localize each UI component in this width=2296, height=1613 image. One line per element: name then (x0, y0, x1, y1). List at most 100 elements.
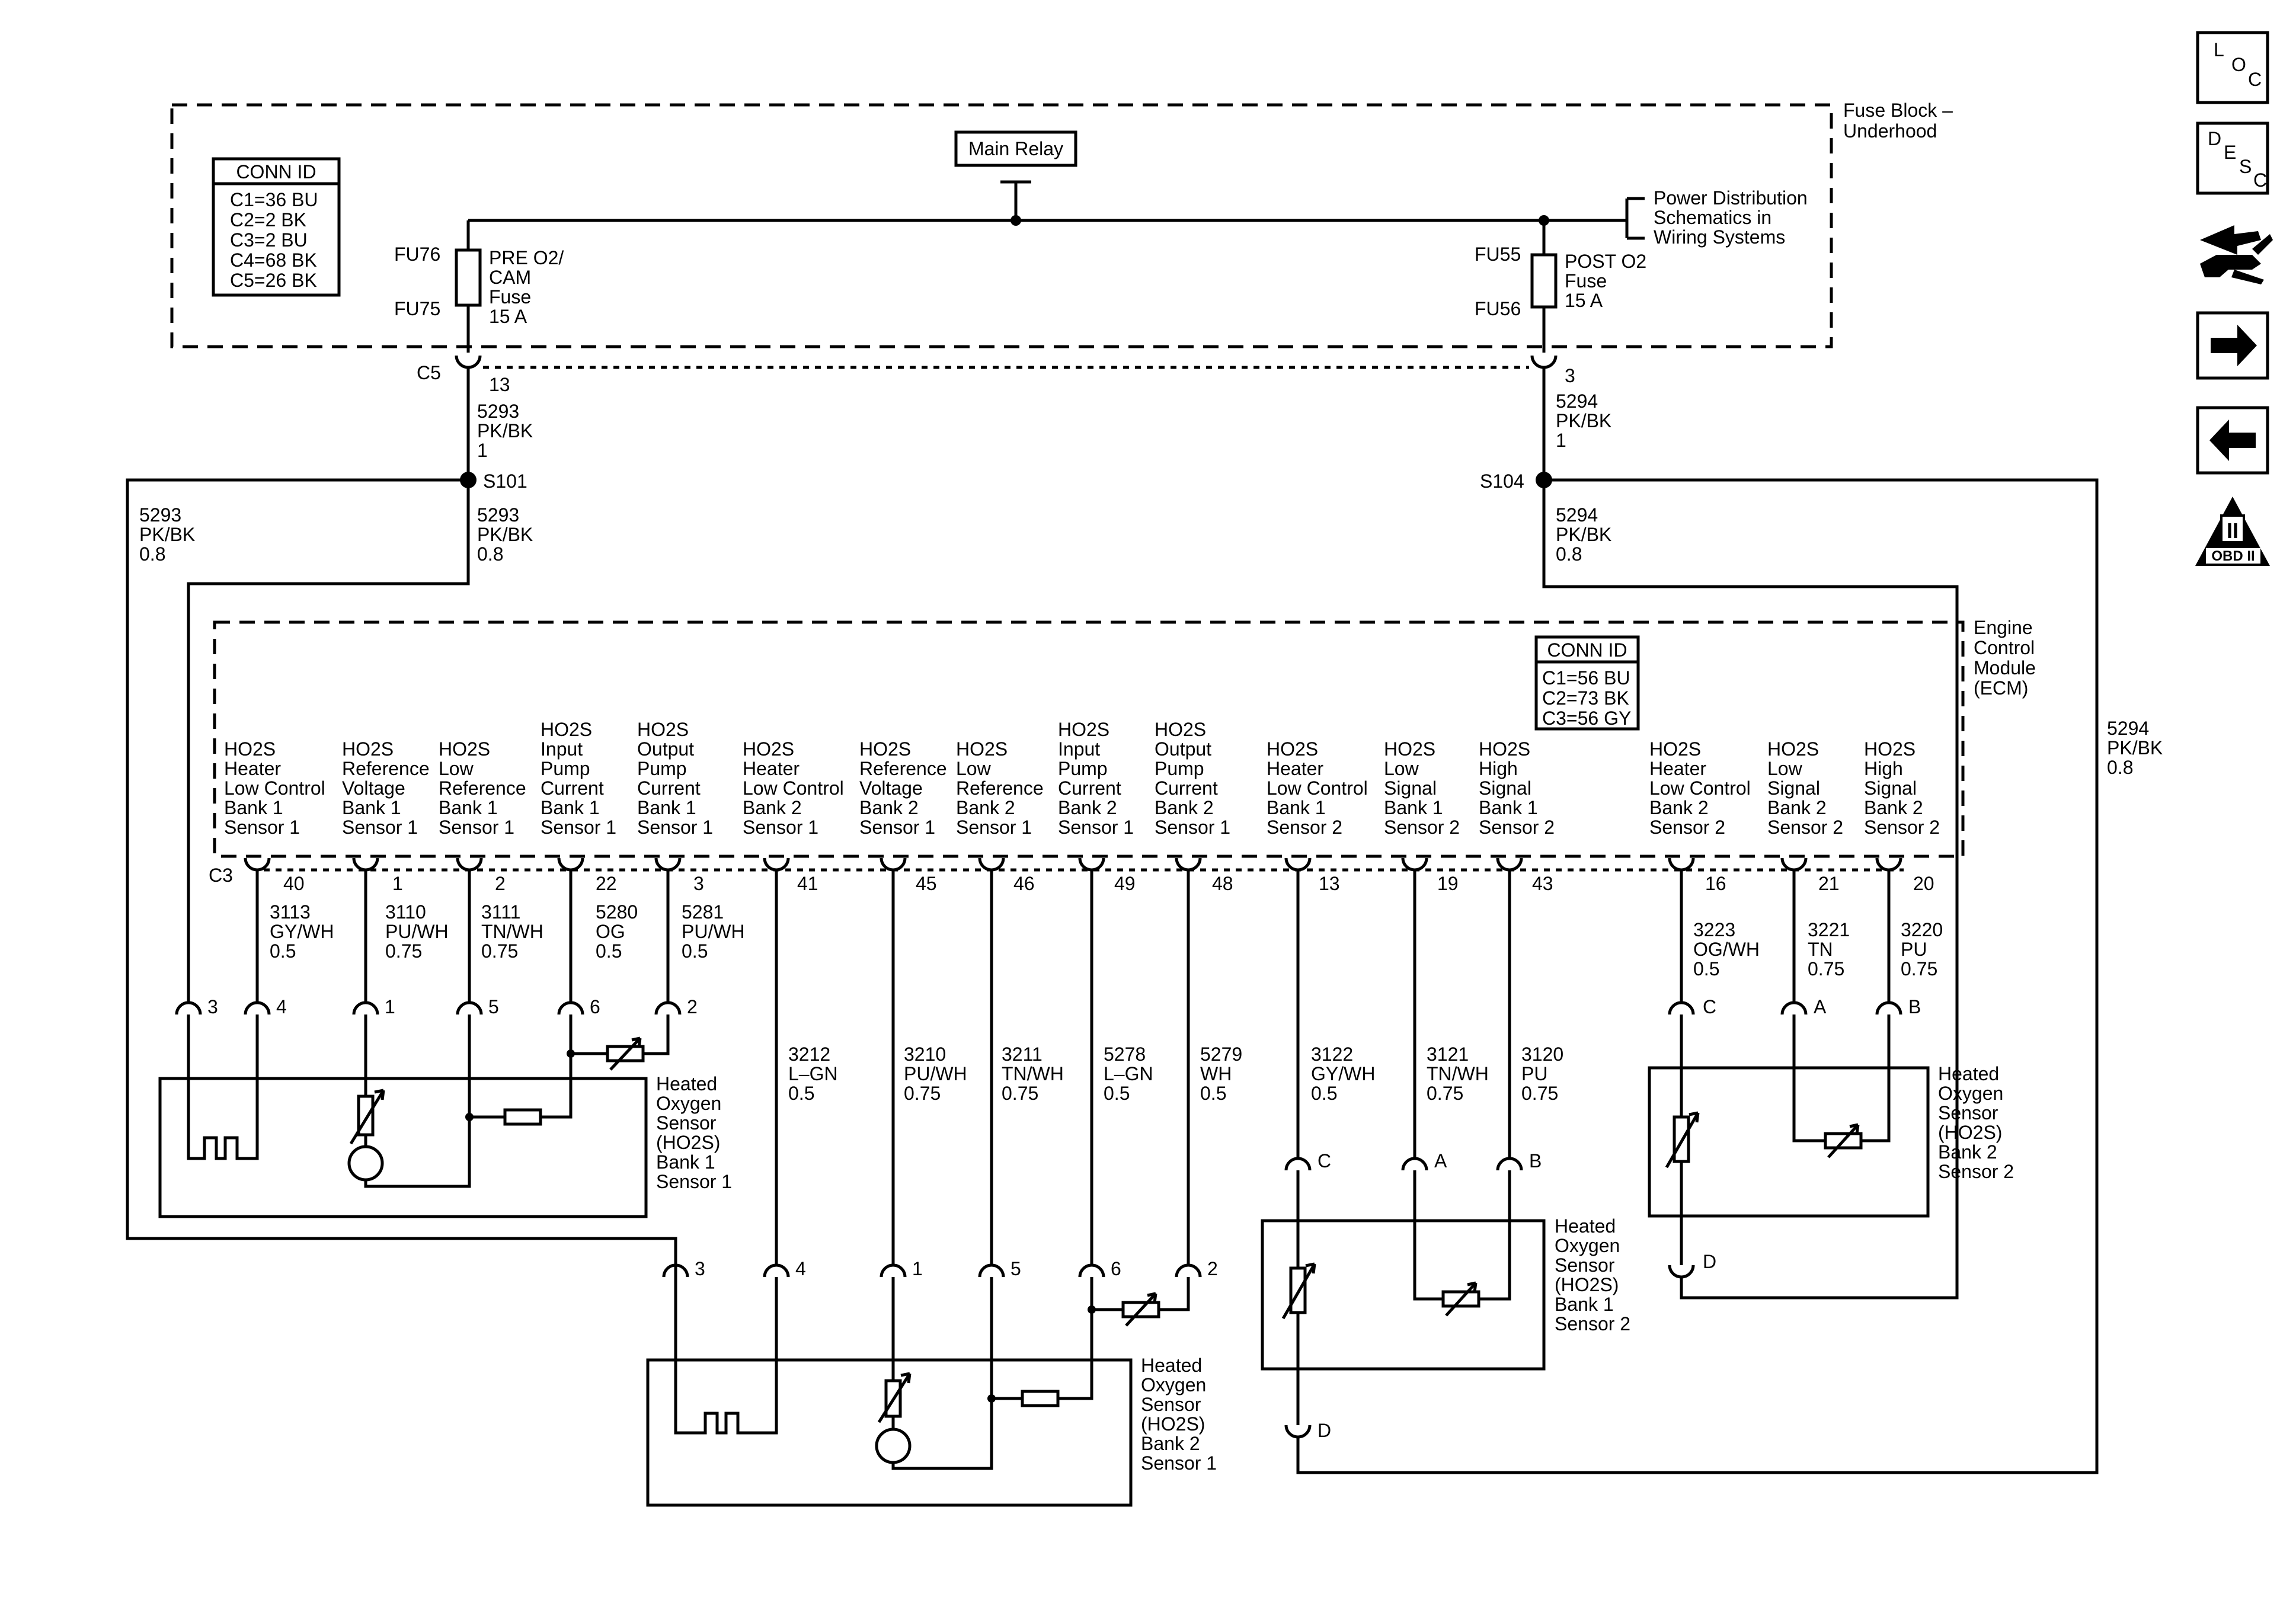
supply-wires: 5293 PK/BK 1 S101 5293 PK/BK 0.8 5293 PK… (126, 367, 2163, 1474)
b1s1-pin-4: 4 (276, 996, 287, 1017)
svg-text:(HO2S): (HO2S) (1938, 1122, 2002, 1143)
ecm-circuit-label: HO2S (541, 719, 592, 740)
fuse-pre-label-4: 15 A (489, 306, 527, 327)
wire-5293-to-b1s1 (187, 480, 470, 1001)
ecm-wire-label: TN/WH (1427, 1063, 1489, 1084)
ecm-c3-pin (978, 857, 1005, 872)
fuse-pre-label-3: Fuse (489, 286, 531, 308)
ecm-circuit-label: Current (1155, 777, 1218, 799)
ecm-c3-pin (1875, 857, 1902, 872)
b1s1-input-pump-wire (469, 1026, 573, 1119)
c5-pin-13 (455, 355, 482, 369)
w5293c-2: PK/BK (139, 524, 195, 545)
conn-id-c3: C3=2 BU (230, 229, 308, 251)
ecm-circuit-label: HO2S (1155, 719, 1206, 740)
b1s1-output-pump-wire (571, 1026, 670, 1055)
ecm-pin-number: 46 (1013, 873, 1035, 894)
svg-text:D: D (2208, 128, 2221, 149)
ecm-wire-label: 3212 (788, 1044, 830, 1065)
ecm-circuit-label: Signal (1864, 777, 1917, 799)
ecm-circuit-label: Bank 1 (224, 797, 283, 818)
ecm-circuit-label: High (1864, 758, 1903, 779)
ecm-pin-number: 43 (1532, 873, 1553, 894)
splice-left-label: S101 (483, 471, 527, 492)
ecm-circuit-label: Sensor 2 (1479, 817, 1555, 838)
power-ref-bracket (1625, 197, 1645, 240)
ecm-circuit-label: Sensor 1 (637, 817, 713, 838)
ecm-circuit-label: Low Control (743, 777, 844, 799)
ecm-wire-label: 3223 (1693, 919, 1735, 940)
ecm-circuit-label: HO2S (224, 738, 276, 760)
w5293a-2: PK/BK (477, 420, 533, 441)
ecm-wire-label: TN/WH (1002, 1063, 1064, 1084)
ecm-pin-number: 16 (1705, 873, 1726, 894)
side-navigation-icons[interactable]: L O C D E S C II O (2195, 31, 2273, 566)
svg-text:Bank 2: Bank 2 (1141, 1433, 1200, 1454)
b2s2-pin-d: D (1703, 1251, 1716, 1272)
component-connector-icon[interactable] (2200, 225, 2273, 284)
ecm-circuit-label: Signal (1479, 777, 1531, 799)
next-page-arrow-icon[interactable] (2196, 311, 2269, 380)
ecm-wire-label: PU (1901, 939, 1927, 960)
obd-ii-icon[interactable]: II OBD II (2195, 497, 2270, 566)
pre-o2-fuse (455, 248, 482, 307)
b2s2-pin-b: B (1908, 996, 1921, 1017)
ecm-circuit-label: Low (1767, 758, 1803, 779)
svg-text:Sensor 2: Sensor 2 (1938, 1161, 2014, 1182)
fuse-pre-label-1: PRE O2/ (489, 247, 564, 268)
ecm-c3-label: C3 (209, 865, 233, 886)
ecm-title-1: Engine (1974, 617, 2033, 638)
ecm-circuit-label: HO2S (956, 738, 1008, 760)
ecm: Engine Control Module (ECM) CONN ID C1=5… (209, 617, 2036, 1265)
conn-id-c2: C2=2 BK (230, 209, 306, 231)
ecm-circuit-label: High (1479, 758, 1518, 779)
ecm-circuit-label: Reference (342, 758, 430, 779)
ecm-pin-number: 21 (1818, 873, 1840, 894)
ecm-wire-label: 0.5 (1693, 958, 1719, 980)
b2s1-box (646, 1358, 1133, 1507)
b1s1-cal-resistor (503, 1108, 542, 1126)
conn-id-title: CONN ID (236, 161, 316, 183)
svg-text:Sensor: Sensor (1938, 1102, 1998, 1124)
splice-right-label: S104 (1480, 471, 1524, 492)
svg-text:(HO2S): (HO2S) (1141, 1413, 1205, 1435)
svg-text:Oxygen: Oxygen (1141, 1374, 1206, 1396)
b2s2-pin-c: C (1703, 996, 1716, 1017)
previous-page-arrow-icon[interactable] (2196, 406, 2269, 475)
ecm-pin-number: 19 (1437, 873, 1459, 894)
b2s1-label: Heated Oxygen Sensor (HO2S) Bank 2 Senso… (1141, 1355, 1217, 1474)
ecm-circuit-label: Current (541, 777, 604, 799)
w5294b-3: 0.8 (1556, 543, 1582, 565)
ecm-wire-label: GY/WH (1311, 1063, 1375, 1084)
fuse-pre-bottom-id: FU75 (394, 298, 440, 319)
svg-text:Bank 1: Bank 1 (1555, 1294, 1614, 1315)
ecm-wire-label: 3111 (481, 901, 520, 923)
ecm-c3-pin (1078, 857, 1105, 872)
ecm-conn-c3: C3=56 GY (1542, 708, 1631, 729)
fuse-post-bottom-id: FU56 (1475, 298, 1521, 319)
ecm-circuit-label: HO2S (1649, 738, 1701, 760)
loc-icon[interactable]: L O C (2196, 31, 2269, 104)
ecm-circuit-label: Reference (859, 758, 947, 779)
b1s1-pin-2: 2 (687, 996, 698, 1017)
sensor-bank1-sensor2: Heated Oxygen Sensor (HO2S) Bank 1 Senso… (1261, 1150, 1630, 1441)
ecm-wire-label: 0.5 (270, 940, 296, 962)
ecm-circuit-label: Low Control (224, 777, 325, 799)
ecm-circuit-label: Bank 2 (1864, 797, 1923, 818)
b1s1-pump-resistor (606, 1045, 645, 1062)
ecm-circuit-label: Reference (439, 777, 526, 799)
ecm-wire-label: 0.75 (1808, 958, 1844, 980)
b1s1-low-ref-wire (364, 1026, 471, 1188)
ecm-wire-label: TN (1808, 939, 1833, 960)
ecm-wire-label: 0.5 (682, 940, 708, 962)
desc-icon[interactable]: D E S C (2196, 121, 2269, 195)
b2s2-pins: C A B D (1668, 996, 1921, 1279)
conn-id-c5: C5=26 BK (230, 270, 317, 291)
ecm-circuit-label: HO2S (439, 738, 490, 760)
